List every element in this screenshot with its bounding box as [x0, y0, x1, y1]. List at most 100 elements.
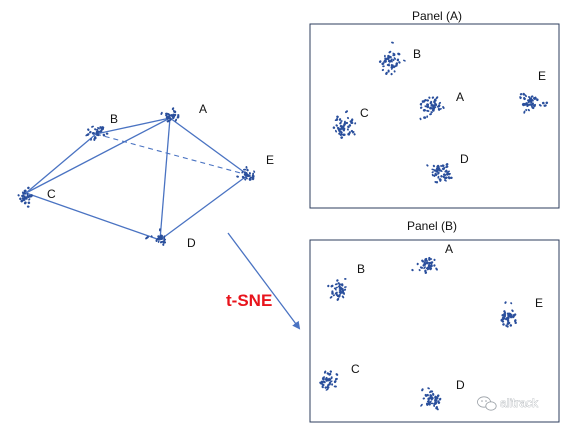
data-point	[243, 171, 246, 174]
data-point	[85, 134, 88, 137]
data-point	[509, 324, 513, 327]
data-point	[382, 65, 385, 68]
data-point	[387, 54, 390, 58]
data-point	[166, 117, 170, 120]
data-point	[434, 181, 437, 184]
data-point	[336, 297, 340, 301]
data-point	[545, 101, 549, 105]
data-point	[426, 99, 430, 102]
point-cluster-panel-a-b	[378, 41, 406, 76]
data-point	[338, 118, 342, 121]
data-point	[347, 125, 350, 129]
data-point	[334, 288, 337, 291]
data-point	[429, 267, 433, 271]
data-point	[436, 168, 439, 172]
data-point	[95, 132, 98, 135]
data-point	[438, 169, 442, 172]
left-label-d: D	[187, 236, 196, 250]
data-point	[171, 107, 175, 111]
data-point	[325, 379, 328, 382]
data-point	[26, 195, 30, 199]
data-point	[438, 101, 442, 105]
data-point	[431, 168, 435, 171]
data-point	[508, 314, 511, 318]
data-point	[30, 194, 33, 198]
data-point	[523, 102, 527, 106]
data-point	[251, 174, 255, 178]
data-point	[336, 126, 340, 130]
data-point	[443, 179, 447, 182]
data-point	[23, 189, 27, 193]
data-point	[102, 133, 106, 137]
data-point	[429, 101, 433, 105]
data-point	[428, 266, 431, 268]
data-point	[28, 198, 31, 201]
data-point	[514, 313, 517, 316]
data-point	[506, 318, 510, 323]
data-point	[91, 125, 94, 128]
tsne-arrow	[227, 232, 301, 330]
data-point	[503, 310, 507, 314]
edge-b-e-dashed	[95, 133, 249, 176]
data-point	[388, 50, 392, 54]
data-point	[331, 291, 334, 295]
data-point	[429, 396, 432, 399]
data-point	[426, 105, 430, 109]
data-point	[335, 286, 338, 289]
data-point	[429, 106, 432, 109]
data-point	[429, 394, 433, 397]
point-cluster-panel-b-b	[327, 277, 347, 301]
point-cluster-panel-a-a	[419, 96, 445, 121]
data-point	[336, 115, 339, 119]
data-point	[245, 176, 248, 180]
left-diagram-edges	[25, 117, 249, 241]
data-point	[93, 137, 96, 142]
data-point	[444, 169, 448, 173]
data-point	[426, 267, 430, 271]
data-point	[435, 396, 438, 399]
data-point	[396, 58, 400, 62]
data-point	[342, 289, 345, 293]
data-point	[531, 106, 535, 110]
data-point	[248, 176, 252, 180]
data-point	[441, 167, 446, 171]
data-point	[387, 59, 390, 63]
data-point	[248, 172, 251, 175]
data-point	[434, 396, 437, 399]
data-point	[27, 186, 30, 190]
data-point	[330, 380, 333, 383]
data-point	[433, 174, 436, 178]
data-point	[504, 301, 507, 304]
data-point	[23, 192, 27, 195]
data-point	[97, 127, 100, 130]
data-point	[97, 130, 101, 133]
data-point	[527, 108, 530, 112]
data-point	[88, 130, 92, 134]
data-point	[433, 258, 436, 262]
data-point	[378, 60, 382, 63]
data-point	[436, 407, 439, 411]
data-point	[432, 164, 436, 168]
panel-a: Panel (A) A B C D E	[309, 9, 560, 209]
data-point	[502, 317, 505, 320]
watermark-text: alitrack	[500, 396, 539, 410]
data-point	[337, 285, 341, 288]
data-point	[435, 267, 438, 271]
edge-b-c	[25, 133, 97, 194]
point-cluster-left-d	[145, 228, 167, 246]
data-point	[176, 115, 180, 119]
data-point	[442, 105, 445, 110]
data-point	[431, 96, 435, 99]
data-point	[533, 104, 536, 108]
data-point	[425, 261, 429, 265]
data-point	[343, 286, 347, 288]
data-point	[437, 104, 441, 108]
data-point	[236, 175, 239, 178]
data-point	[440, 175, 443, 178]
data-point	[335, 124, 338, 127]
edge-d-e	[159, 174, 249, 241]
data-point	[327, 284, 330, 288]
data-point	[166, 119, 170, 123]
data-point	[329, 370, 333, 373]
data-point	[342, 128, 346, 132]
